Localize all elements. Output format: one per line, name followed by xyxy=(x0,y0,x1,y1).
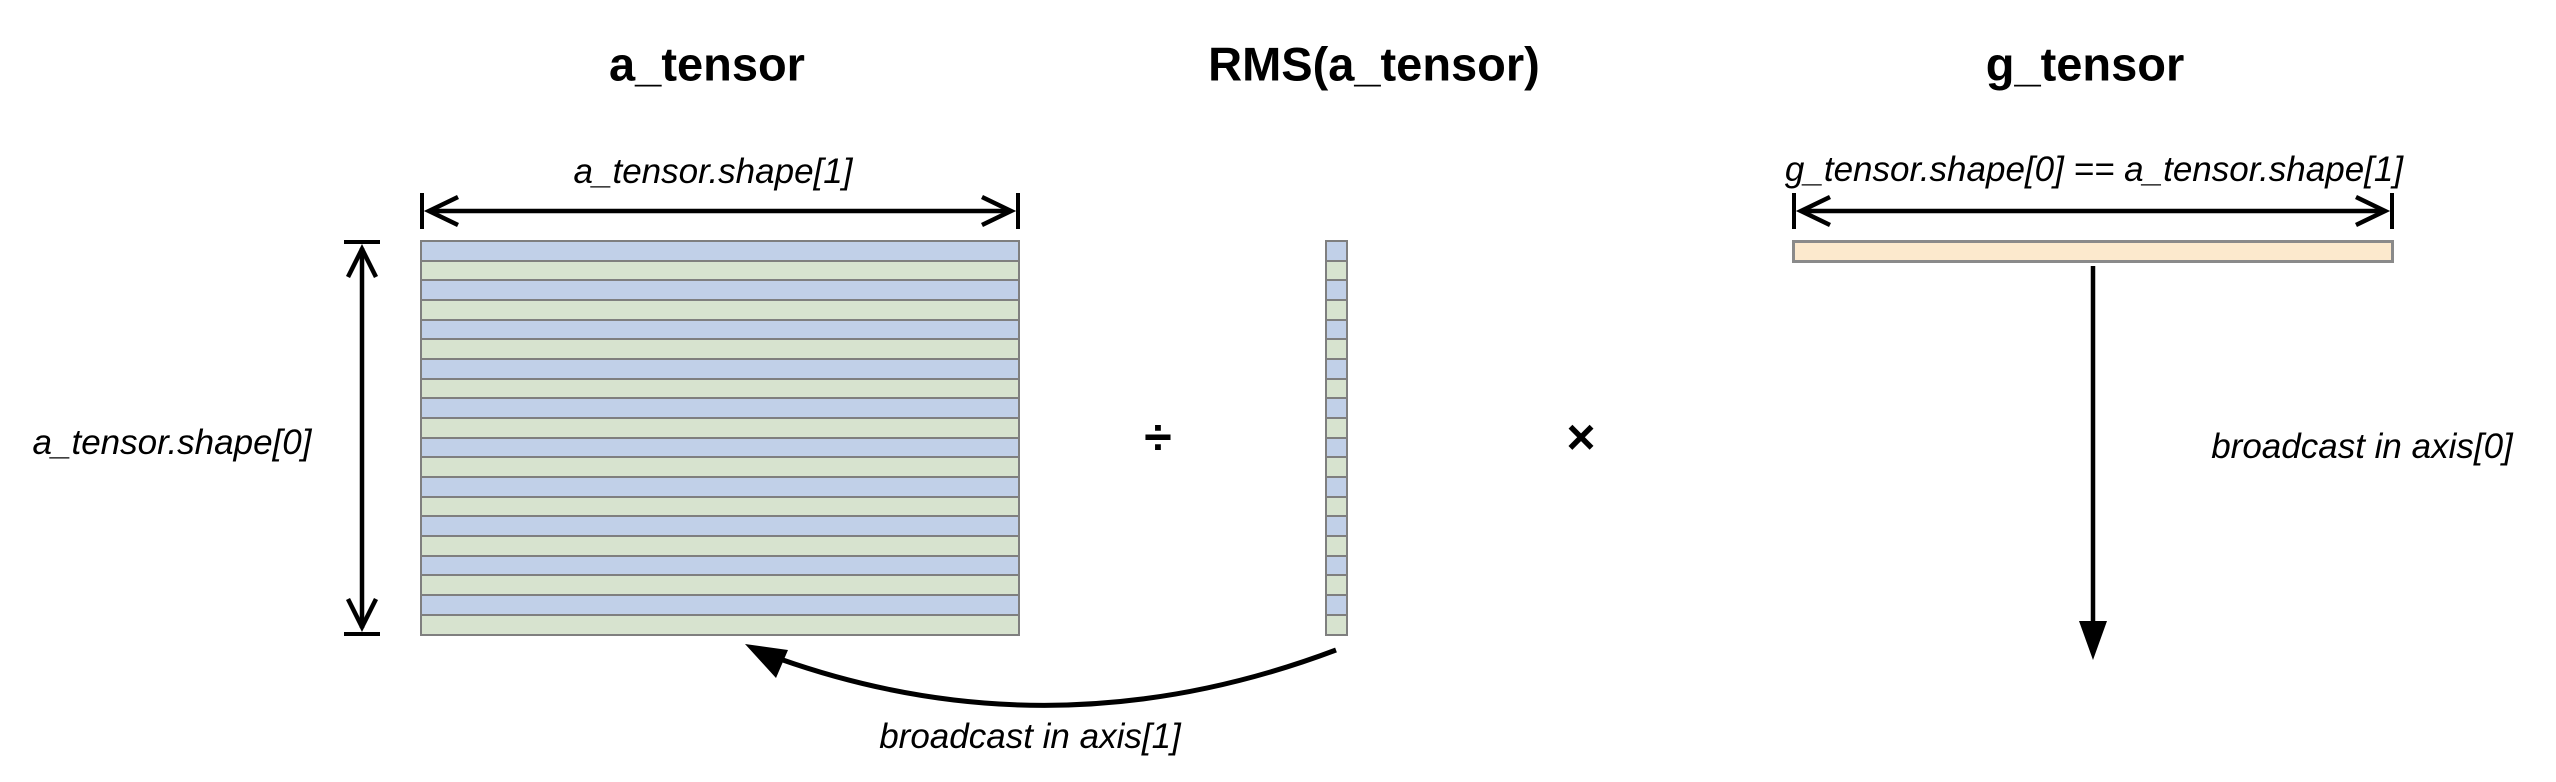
rms-cell xyxy=(1325,613,1348,636)
broadcast-axis1-label: broadcast in axis[1] xyxy=(879,717,1181,756)
g-tensor-title: g_tensor xyxy=(1985,37,2185,91)
rms-column xyxy=(1325,240,1348,636)
broadcast-axis0-label: broadcast in axis[0] xyxy=(2211,427,2513,466)
a-tensor-height-arrow xyxy=(344,240,380,636)
multiply-operator: × xyxy=(1566,409,1596,465)
g-tensor-width-label: g_tensor.shape[0] == a_tensor.shape[1] xyxy=(1784,150,2404,189)
g-tensor-bar xyxy=(1792,240,2394,263)
a-tensor-width-arrow xyxy=(420,193,1020,229)
divide-operator: ÷ xyxy=(1144,409,1172,465)
a-tensor-width-label: a_tensor.shape[1] xyxy=(573,152,853,191)
a-tensor-row xyxy=(420,613,1020,636)
g-tensor-broadcast-arrow xyxy=(2079,266,2107,660)
g-tensor-width-arrow xyxy=(1792,193,2394,229)
a-tensor-height-label: a_tensor.shape[0] xyxy=(32,423,312,462)
rms-broadcast-arrow xyxy=(745,644,1337,708)
a-tensor-matrix xyxy=(420,240,1020,636)
a-tensor-title: a_tensor xyxy=(609,37,805,91)
rms-title: RMS(a_tensor) xyxy=(1208,37,1540,91)
